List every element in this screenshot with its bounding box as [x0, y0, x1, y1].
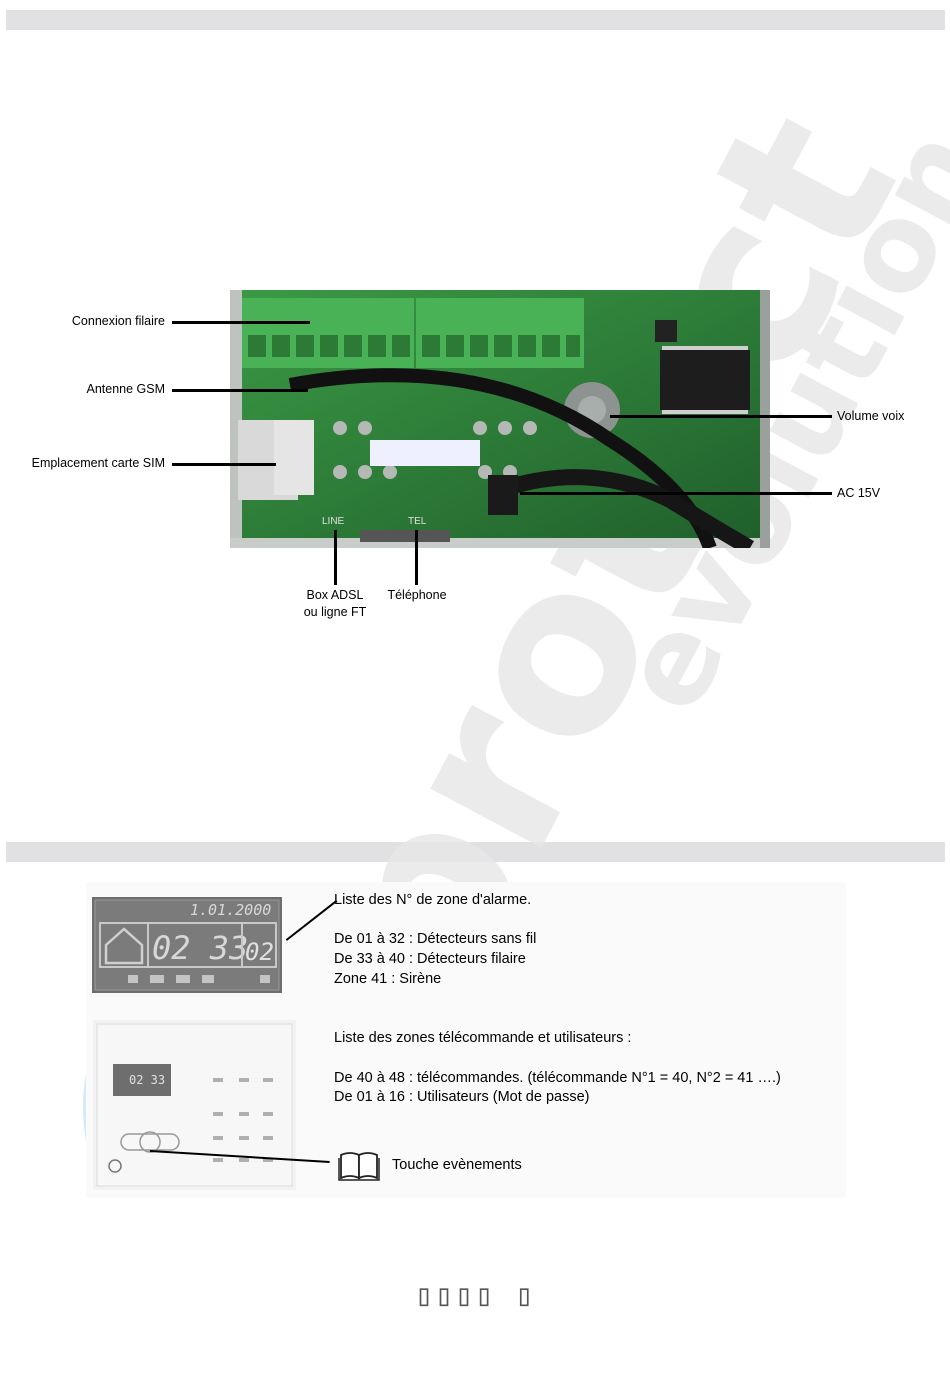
- alarm-board-photo: LINE TEL: [230, 290, 770, 548]
- label-box-adsl-line2: ou ligne FT: [285, 604, 385, 621]
- board-print-tel: TEL: [408, 516, 427, 527]
- leader-emplacement-sim: [172, 463, 276, 466]
- lcd-digits: 02 33: [152, 929, 248, 967]
- events-key-label: Touche evènements: [392, 1156, 522, 1175]
- label-antenne-gsm: Antenne GSM: [10, 381, 165, 398]
- label-telephone: Téléphone: [367, 587, 467, 604]
- page-footer: ▯▯▯▯ ▯: [0, 1278, 950, 1313]
- section-header-band-bottom: [6, 842, 945, 862]
- zone-list-title: Liste des N° de zone d'alarme.: [334, 891, 531, 910]
- remote-list-title: Liste des zones télécommande et utilisat…: [334, 1029, 631, 1048]
- book-icon: [338, 1149, 380, 1181]
- zone-line-2: De 33 à 40 : Détecteurs filaire: [334, 950, 526, 969]
- label-connexion-filaire: Connexion filaire: [10, 313, 165, 330]
- leader-antenne-gsm: [172, 389, 308, 392]
- zone-line-1: De 01 à 32 : Détecteurs sans fil: [334, 930, 536, 949]
- remote-line-2: De 01 à 16 : Utilisateurs (Mot de passe): [334, 1088, 589, 1107]
- remote-line-1: De 40 à 48 : télécommandes. (télécommand…: [334, 1069, 781, 1088]
- keypad-photo: 02 33: [93, 1020, 296, 1190]
- label-ac-15v: AC 15V: [837, 485, 880, 502]
- leader-ac-15v: [520, 492, 832, 495]
- keypad-lcd-digits: 02 33: [129, 1073, 165, 1087]
- leader-connexion-filaire: [172, 321, 310, 324]
- leader-volume-voix: [610, 415, 832, 418]
- lcd-zone: 02: [245, 938, 274, 966]
- label-volume-voix: Volume voix: [837, 408, 904, 425]
- section-header-band-top: [6, 10, 945, 30]
- leader-telephone: [415, 530, 418, 585]
- board-print-line: LINE: [322, 516, 345, 527]
- zone-line-3: Zone 41 : Sirène: [334, 970, 441, 989]
- lcd-display: 1.01.2000 02 33 02: [92, 897, 282, 993]
- lcd-date: 1.01.2000: [190, 901, 271, 919]
- label-emplacement-sim: Emplacement carte SIM: [6, 455, 165, 472]
- leader-box-adsl: [334, 530, 337, 585]
